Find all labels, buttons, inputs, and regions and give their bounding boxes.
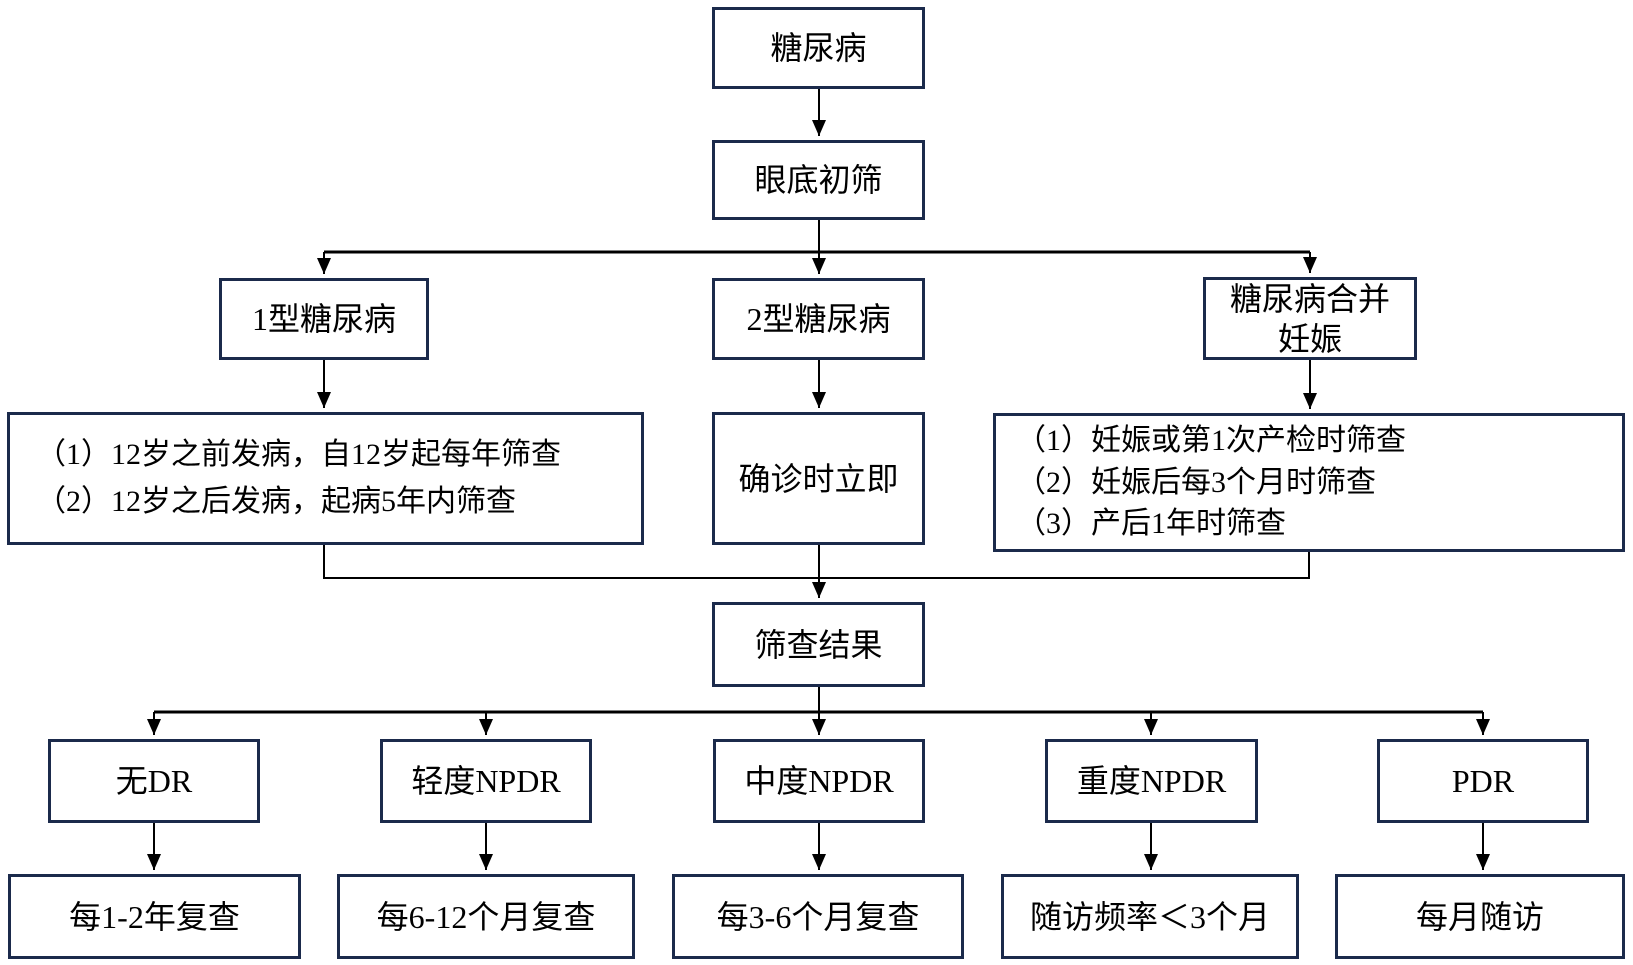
node-followup-monthly: 每月随访	[1335, 874, 1625, 959]
node-pdr: PDR	[1377, 739, 1589, 823]
node-line: 妊娠	[1277, 320, 1342, 357]
node-type2-diabetes: 2型糖尿病	[712, 278, 925, 360]
node-followup-6-12-months: 每6-12个月复查	[337, 874, 635, 959]
node-no-dr: 无DR	[48, 739, 260, 823]
node-severe-npdr: 重度NPDR	[1045, 739, 1258, 823]
node-type1-screening-schedule: （1）12岁之前发病，自12岁起每年筛查 （2）12岁之后发病，起病5年内筛查	[7, 412, 644, 545]
node-diabetes: 糖尿病	[712, 7, 925, 89]
node-moderate-npdr: 中度NPDR	[713, 739, 925, 823]
node-line: （1）妊娠或第1次产检时筛查	[1016, 424, 1406, 458]
node-followup-lt-3-months: 随访频率＜3个月	[1001, 874, 1299, 959]
node-followup-1-2-years: 每1-2年复查	[8, 874, 301, 959]
node-mild-npdr: 轻度NPDR	[380, 739, 592, 823]
node-diabetes-pregnancy: 糖尿病合并 妊娠	[1203, 277, 1417, 360]
node-type1-diabetes: 1型糖尿病	[219, 278, 429, 360]
node-line: （3）产后1年时筛查	[1016, 507, 1286, 541]
node-line: （2）12岁之后发病，起病5年内筛查	[36, 484, 516, 518]
node-type2-screening-schedule: 确诊时立即	[712, 412, 925, 545]
node-line: （2）妊娠后每3个月时筛查	[1016, 465, 1376, 499]
node-line: （1）12岁之前发病，自12岁起每年筛查	[36, 438, 561, 471]
node-fundus-screening: 眼底初筛	[712, 140, 925, 220]
node-line: 糖尿病合并	[1229, 280, 1390, 317]
connectors	[147, 89, 1490, 870]
node-screening-result: 筛查结果	[712, 602, 925, 687]
line-converge	[323, 545, 1310, 579]
node-pregnancy-screening-schedule: （1）妊娠或第1次产检时筛查 （2）妊娠后每3个月时筛查 （3）产后1年时筛查	[993, 413, 1625, 552]
node-followup-3-6-months: 每3-6个月复查	[672, 874, 964, 959]
